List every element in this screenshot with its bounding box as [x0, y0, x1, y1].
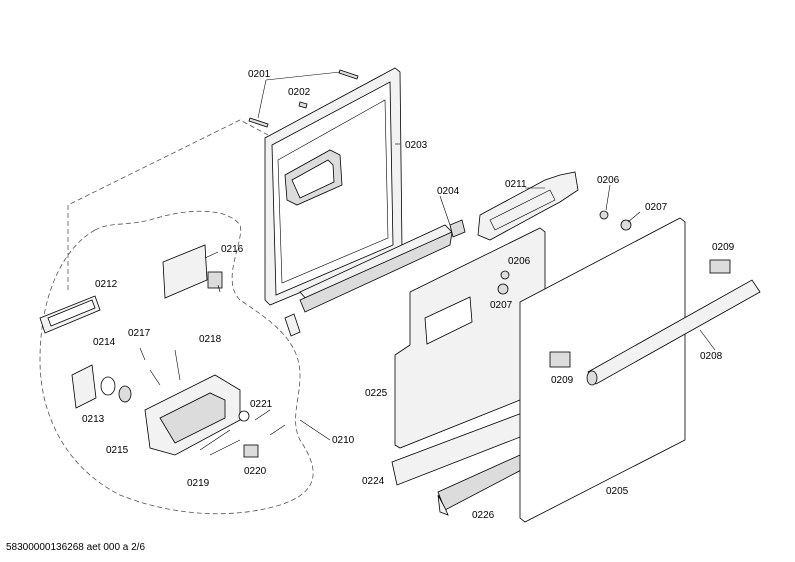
label-0204: 0204: [437, 186, 460, 197]
label-0221: 0221: [250, 399, 273, 410]
part-0221-ball: [238, 410, 250, 422]
label-0219: 0219: [187, 478, 210, 489]
label-0225: 0225: [365, 388, 388, 399]
label-0211: 0211: [505, 179, 527, 190]
label-0205: 0205: [606, 486, 629, 497]
label-0226: 0226: [472, 510, 495, 521]
label-0207-mid: 0207: [490, 300, 513, 311]
label-0224: 0224: [362, 476, 385, 487]
display-frame: [39, 295, 101, 334]
label-0201: 0201: [248, 69, 271, 80]
control-housing: [144, 374, 241, 456]
label-0209-bottom: 0209: [551, 375, 574, 386]
label-0203: 0203: [405, 140, 428, 151]
control-module-boundary: [39, 210, 314, 515]
screw-0206-mid: [500, 270, 510, 280]
label-0207-top: 0207: [645, 202, 668, 213]
part-0219: [199, 429, 241, 456]
washer-0207-top: [620, 219, 632, 231]
handle-bar: [586, 279, 761, 386]
label-0209-top: 0209: [712, 242, 735, 253]
label-0212: 0212: [95, 279, 118, 290]
panel-0216: [162, 244, 223, 299]
hinge-strip: [284, 219, 466, 337]
label-0210: 0210: [332, 435, 355, 446]
label-0208: 0208: [700, 351, 723, 362]
hinge-bracket: [477, 171, 579, 241]
part-0221: [254, 409, 286, 436]
label-0215: 0215: [106, 445, 129, 456]
washer-0207-mid: [497, 283, 509, 295]
label-0202: 0202: [288, 87, 311, 98]
handle-strip: [437, 454, 526, 516]
door-screws: [248, 69, 359, 128]
label-0218: 0218: [199, 334, 222, 345]
end-cap-top: [709, 259, 731, 274]
label-0220: 0220: [244, 466, 267, 477]
drawing-reference-footer: 58300000136268 aet 000 a 2/6: [6, 542, 146, 553]
assembly-link-dashed: [67, 119, 269, 290]
label-0206-top: 0206: [597, 175, 620, 186]
label-0217: 0217: [128, 328, 151, 339]
inner-door-panel: [264, 67, 403, 306]
label-0214: 0214: [93, 337, 116, 348]
label-0216: 0216: [221, 244, 244, 255]
label-0213: 0213: [82, 414, 105, 425]
leader-lines: [204, 71, 716, 441]
end-cap-bottom: [549, 351, 571, 368]
part-labels: 0201 0202 0203 0204 0211 0206 0207 0209 …: [82, 69, 735, 521]
part-0218: [174, 349, 181, 381]
part-0217: [139, 347, 161, 386]
label-0206-mid: 0206: [508, 256, 531, 267]
screw-0206-top: [599, 210, 609, 220]
part-0220: [243, 444, 259, 458]
knob-parts: [71, 364, 132, 409]
decor-panel: [394, 227, 546, 449]
